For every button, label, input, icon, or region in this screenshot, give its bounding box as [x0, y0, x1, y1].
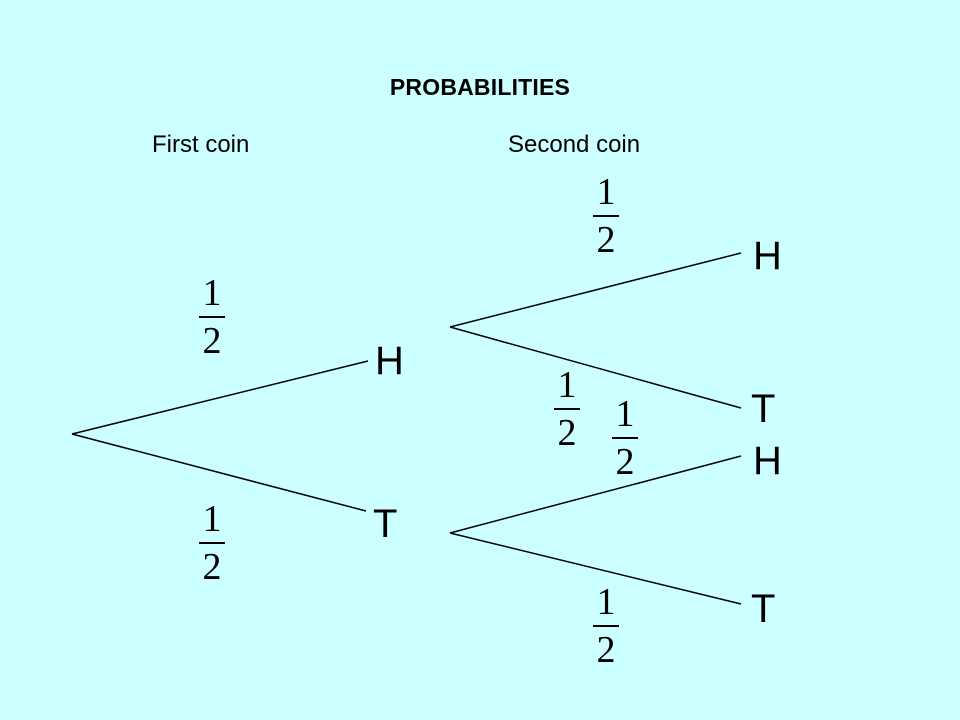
prob-second-hh-denominator: 2	[596, 219, 616, 261]
outcome-second-ht: T	[751, 387, 776, 431]
page-title: PROBABILITIES	[389, 74, 571, 100]
prob-first-t: 1 2	[196, 500, 228, 586]
prob-second-th: 1 2	[609, 395, 641, 481]
prob-first-t-denominator: 2	[202, 546, 222, 588]
branch-tt	[449, 532, 742, 605]
outcome-second-hh: H	[753, 234, 782, 278]
outcome-first-h: H	[375, 339, 404, 383]
prob-first-h-denominator: 2	[202, 320, 222, 362]
prob-second-tt-numerator: 1	[596, 581, 616, 623]
prob-second-tt-denominator: 2	[596, 629, 616, 671]
prob-second-hh: 1 2	[590, 173, 622, 259]
fraction-bar	[593, 215, 619, 217]
outcome-first-t: T	[373, 502, 398, 546]
outcome-second-th: H	[753, 439, 782, 483]
first-coin-label: First coin	[152, 131, 250, 158]
branch-first-h	[71, 360, 369, 435]
fraction-bar	[199, 542, 225, 544]
branch-th	[449, 455, 742, 534]
branch-hh	[449, 252, 742, 328]
prob-second-ht-numerator: 1	[557, 364, 577, 406]
prob-first-t-numerator: 1	[202, 498, 222, 540]
prob-second-ht-denominator: 2	[557, 412, 577, 454]
fraction-bar	[554, 408, 580, 410]
prob-second-ht: 1 2	[551, 366, 583, 452]
outcome-second-tt: T	[751, 587, 776, 631]
prob-first-h-numerator: 1	[202, 272, 222, 314]
fraction-bar	[612, 437, 638, 439]
prob-second-hh-numerator: 1	[596, 171, 616, 213]
branch-ht	[449, 326, 742, 409]
fraction-bar	[593, 625, 619, 627]
prob-second-tt: 1 2	[590, 583, 622, 669]
prob-second-th-denominator: 2	[615, 441, 635, 483]
second-coin-label: Second coin	[508, 131, 641, 158]
fraction-bar	[199, 316, 225, 318]
prob-second-th-numerator: 1	[615, 393, 635, 435]
branch-first-t	[71, 433, 367, 512]
prob-first-h: 1 2	[196, 274, 228, 360]
